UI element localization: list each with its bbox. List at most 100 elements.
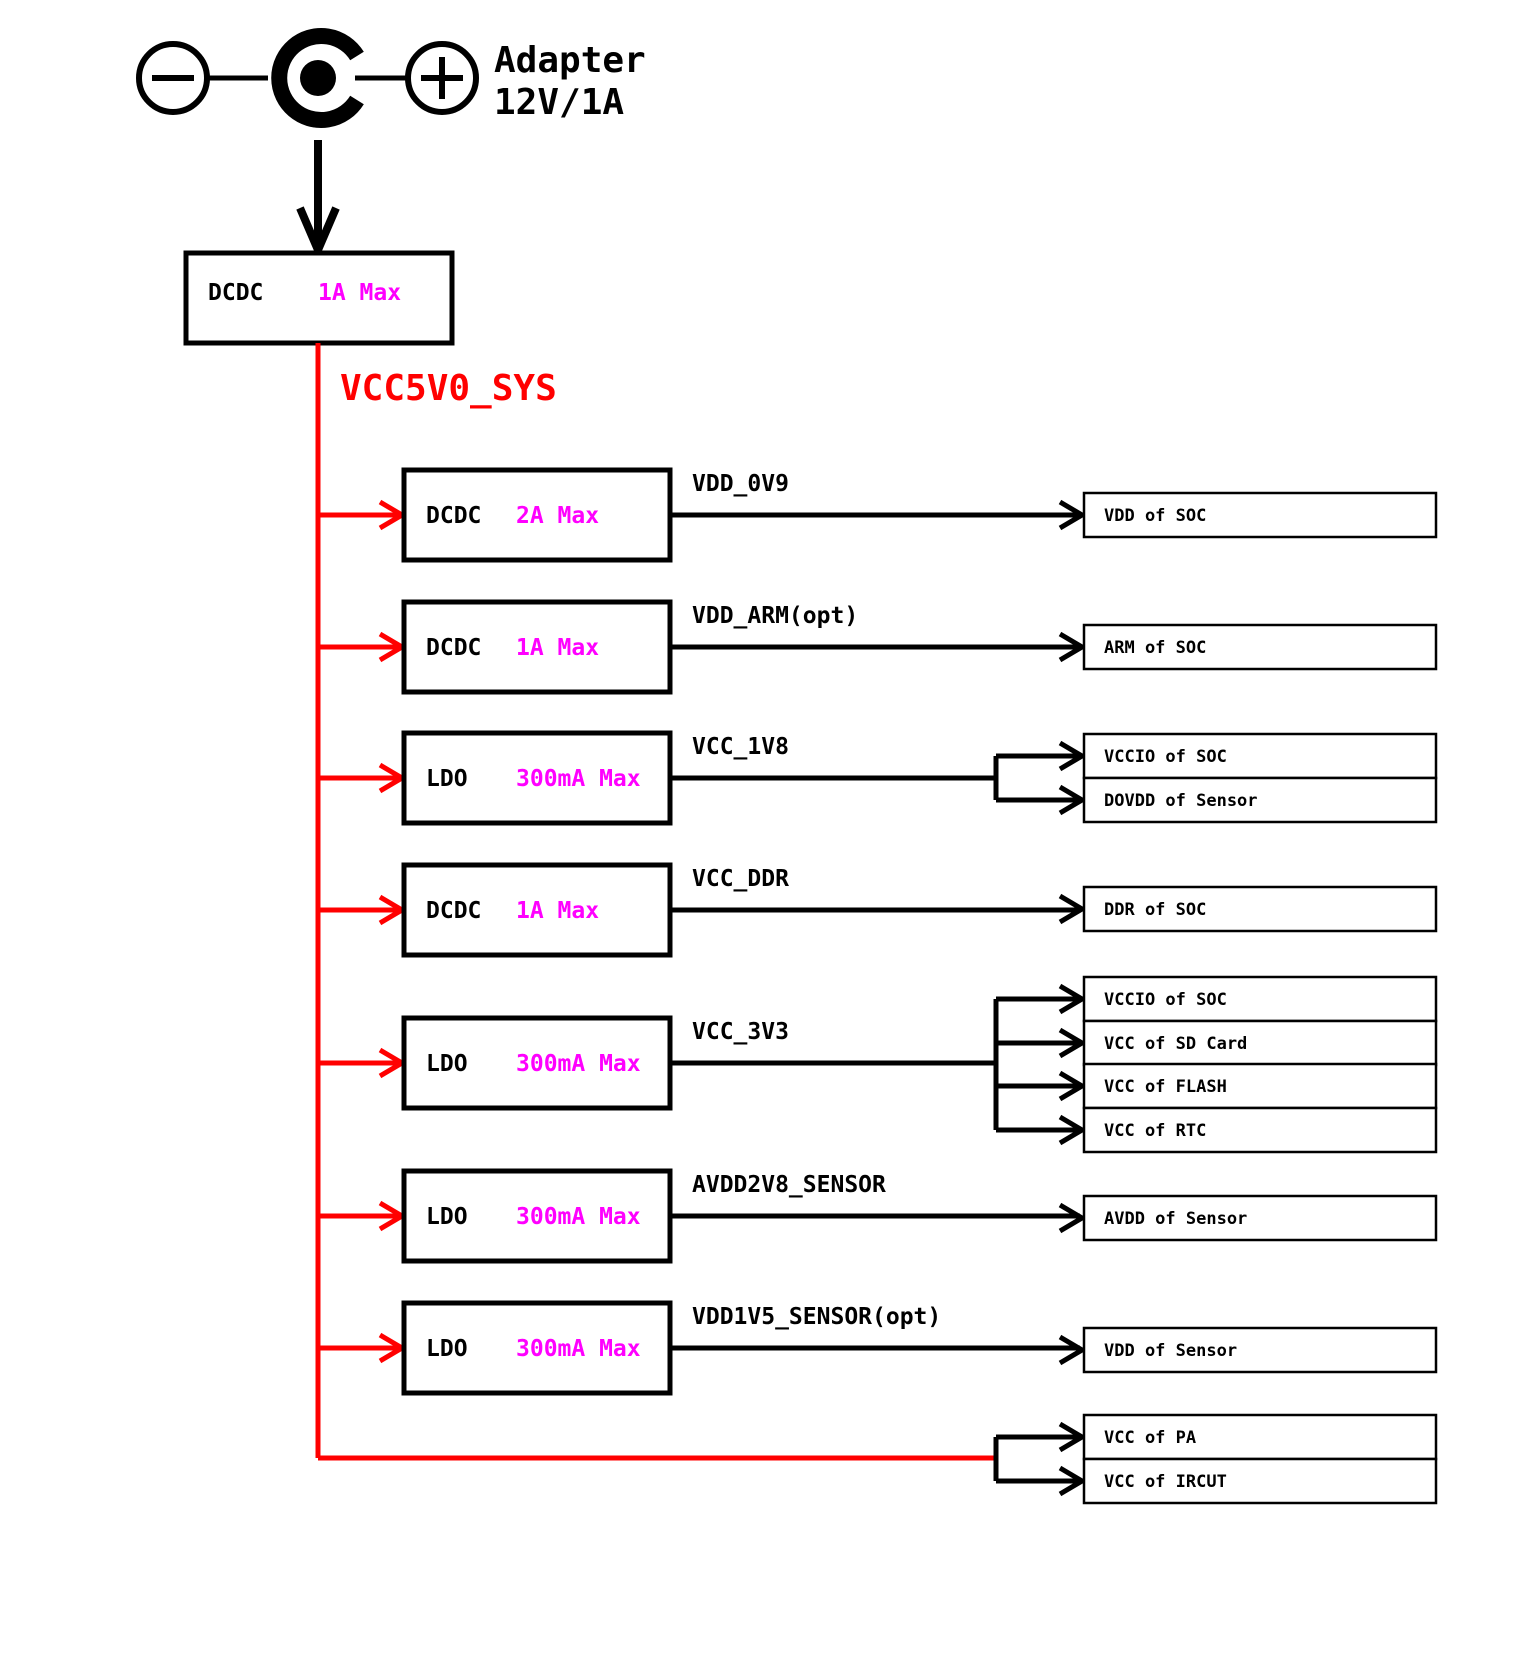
minus-circle-icon <box>136 41 210 115</box>
output-net-label: VCC_3V3 <box>692 1019 789 1045</box>
load-label: VCCIO of SOC <box>1104 747 1227 767</box>
adapter-connector: Adapter 12V/1A <box>136 28 646 261</box>
load-box: DOVDD of Sensor <box>1082 776 1438 824</box>
load-box: VDD of SOC <box>1082 491 1438 539</box>
regulator-box <box>401 1015 673 1111</box>
output-net-label: AVDD2V8_SENSOR <box>692 1172 886 1198</box>
load-box-frame <box>1082 1194 1438 1242</box>
adapter-down-arrowhead <box>296 206 340 261</box>
load-box: VCC of RTC <box>1082 1106 1438 1154</box>
regulator-5: LDO 300mA Max AVDD2V8_SENSOR AVDD of Sensor <box>318 1168 1438 1264</box>
load-label: VCCIO of SOC <box>1104 990 1227 1010</box>
output-arrowhead <box>1058 631 1087 663</box>
load-box-frame <box>1082 1019 1438 1067</box>
output-arrowhead <box>1058 740 1087 772</box>
regulator-box <box>401 1168 673 1264</box>
load-label: VCC of PA <box>1104 1428 1196 1448</box>
regulator-type: DCDC <box>426 898 481 924</box>
output-arrowhead <box>1058 893 1087 925</box>
direct-arrowhead <box>1058 1421 1087 1453</box>
regulator-type: LDO <box>426 1051 468 1077</box>
output-net-label: VCC_1V8 <box>692 734 789 760</box>
output-net-label: VCC_DDR <box>692 866 789 892</box>
load-box: VCCIO of SOC <box>1082 975 1438 1023</box>
load-label: VDD of Sensor <box>1104 1341 1237 1361</box>
regulator-4: LDO 300mA Max VCC_3V3 VCCIO of SOC VCC of SD… <box>318 975 1438 1154</box>
regulator-box <box>401 862 673 958</box>
dc-barrel-jack-icon <box>271 28 364 128</box>
regulator-type: DCDC <box>426 503 481 529</box>
load-box-frame <box>1082 1326 1438 1374</box>
adapter-rating: 12V/1A <box>494 82 624 123</box>
load-box-frame <box>1082 491 1438 539</box>
main-dcdc-type: DCDC <box>208 280 263 306</box>
output-arrowhead <box>1058 1202 1087 1234</box>
output-net-label: VDD_0V9 <box>692 471 789 497</box>
regulator-rating: 1A Max <box>516 635 599 661</box>
load-box: VDD of Sensor <box>1082 1326 1438 1374</box>
regulator-box <box>401 467 673 563</box>
load-box: VCC of FLASH <box>1082 1062 1438 1110</box>
load-box-frame <box>1082 975 1438 1023</box>
load-box-frame <box>1082 1413 1438 1461</box>
load-box: DDR of SOC <box>1082 885 1438 933</box>
output-net-label: VDD1V5_SENSOR(opt) <box>692 1304 941 1330</box>
load-box-frame <box>1082 885 1438 933</box>
rail-label: VCC5V0_SYS <box>340 368 557 409</box>
load-label: VCC of SD Card <box>1104 1034 1247 1054</box>
load-box: VCC of IRCUT <box>1082 1457 1438 1505</box>
load-label: VCC of RTC <box>1104 1121 1206 1141</box>
load-box: AVDD of Sensor <box>1082 1194 1438 1242</box>
regulator-type: LDO <box>426 1204 468 1230</box>
regulator-6: LDO 300mA Max VDD1V5_SENSOR(opt) VDD of Sen… <box>318 1300 1438 1396</box>
load-label: ARM of SOC <box>1104 638 1206 658</box>
load-label: AVDD of Sensor <box>1104 1209 1247 1229</box>
load-label: VCC of IRCUT <box>1104 1472 1227 1492</box>
regulator-rating: 300mA Max <box>516 766 641 792</box>
main-dcdc-box: DCDC 1A Max <box>183 250 455 346</box>
load-box-frame <box>1082 1457 1438 1505</box>
load-box: VCCIO of SOC <box>1082 732 1438 780</box>
load-label: VCC of FLASH <box>1104 1077 1227 1097</box>
load-box-frame <box>1082 732 1438 780</box>
adapter-label: Adapter <box>494 40 646 81</box>
regulator-rating: 300mA Max <box>516 1336 641 1362</box>
main-dcdc-rating: 1A Max <box>318 280 401 306</box>
plus-circle-icon <box>405 41 479 115</box>
regulator-box <box>401 599 673 695</box>
load-label: DDR of SOC <box>1104 900 1206 920</box>
load-label: DOVDD of Sensor <box>1104 791 1258 811</box>
output-arrowhead <box>1058 1070 1087 1102</box>
output-arrowhead <box>1058 1334 1087 1366</box>
regulator-box <box>401 1300 673 1396</box>
load-label: VDD of SOC <box>1104 506 1206 526</box>
output-arrowhead <box>1058 983 1087 1015</box>
output-arrowhead <box>1058 1027 1087 1059</box>
regulator-rating: 2A Max <box>516 503 599 529</box>
regulator-type: LDO <box>426 1336 468 1362</box>
regulator-rating: 300mA Max <box>516 1051 641 1077</box>
load-box-frame <box>1082 623 1438 671</box>
output-net-label: VDD_ARM(opt) <box>692 603 858 629</box>
load-box: VCC of SD Card <box>1082 1019 1438 1067</box>
output-arrowhead <box>1058 499 1087 531</box>
load-box-frame <box>1082 1106 1438 1154</box>
output-arrowhead <box>1058 784 1087 816</box>
regulator-3: DCDC 1A Max VCC_DDR DDR of SOC <box>318 862 1438 958</box>
regulator-rating: 300mA Max <box>516 1204 641 1230</box>
output-arrowhead <box>1058 1114 1087 1146</box>
load-box: ARM of SOC <box>1082 623 1438 671</box>
regulator-1: DCDC 1A Max VDD_ARM(opt) ARM of SOC <box>318 599 1438 695</box>
regulator-type: LDO <box>426 766 468 792</box>
direct-arrowhead <box>1058 1465 1087 1497</box>
direct-load-layer: VCC of PA VCC of IRCUT <box>318 1413 1438 1505</box>
regulator-type: DCDC <box>426 635 481 661</box>
load-box-frame <box>1082 776 1438 824</box>
regulator-rating: 1A Max <box>516 898 599 924</box>
load-box: VCC of PA <box>1082 1413 1438 1461</box>
